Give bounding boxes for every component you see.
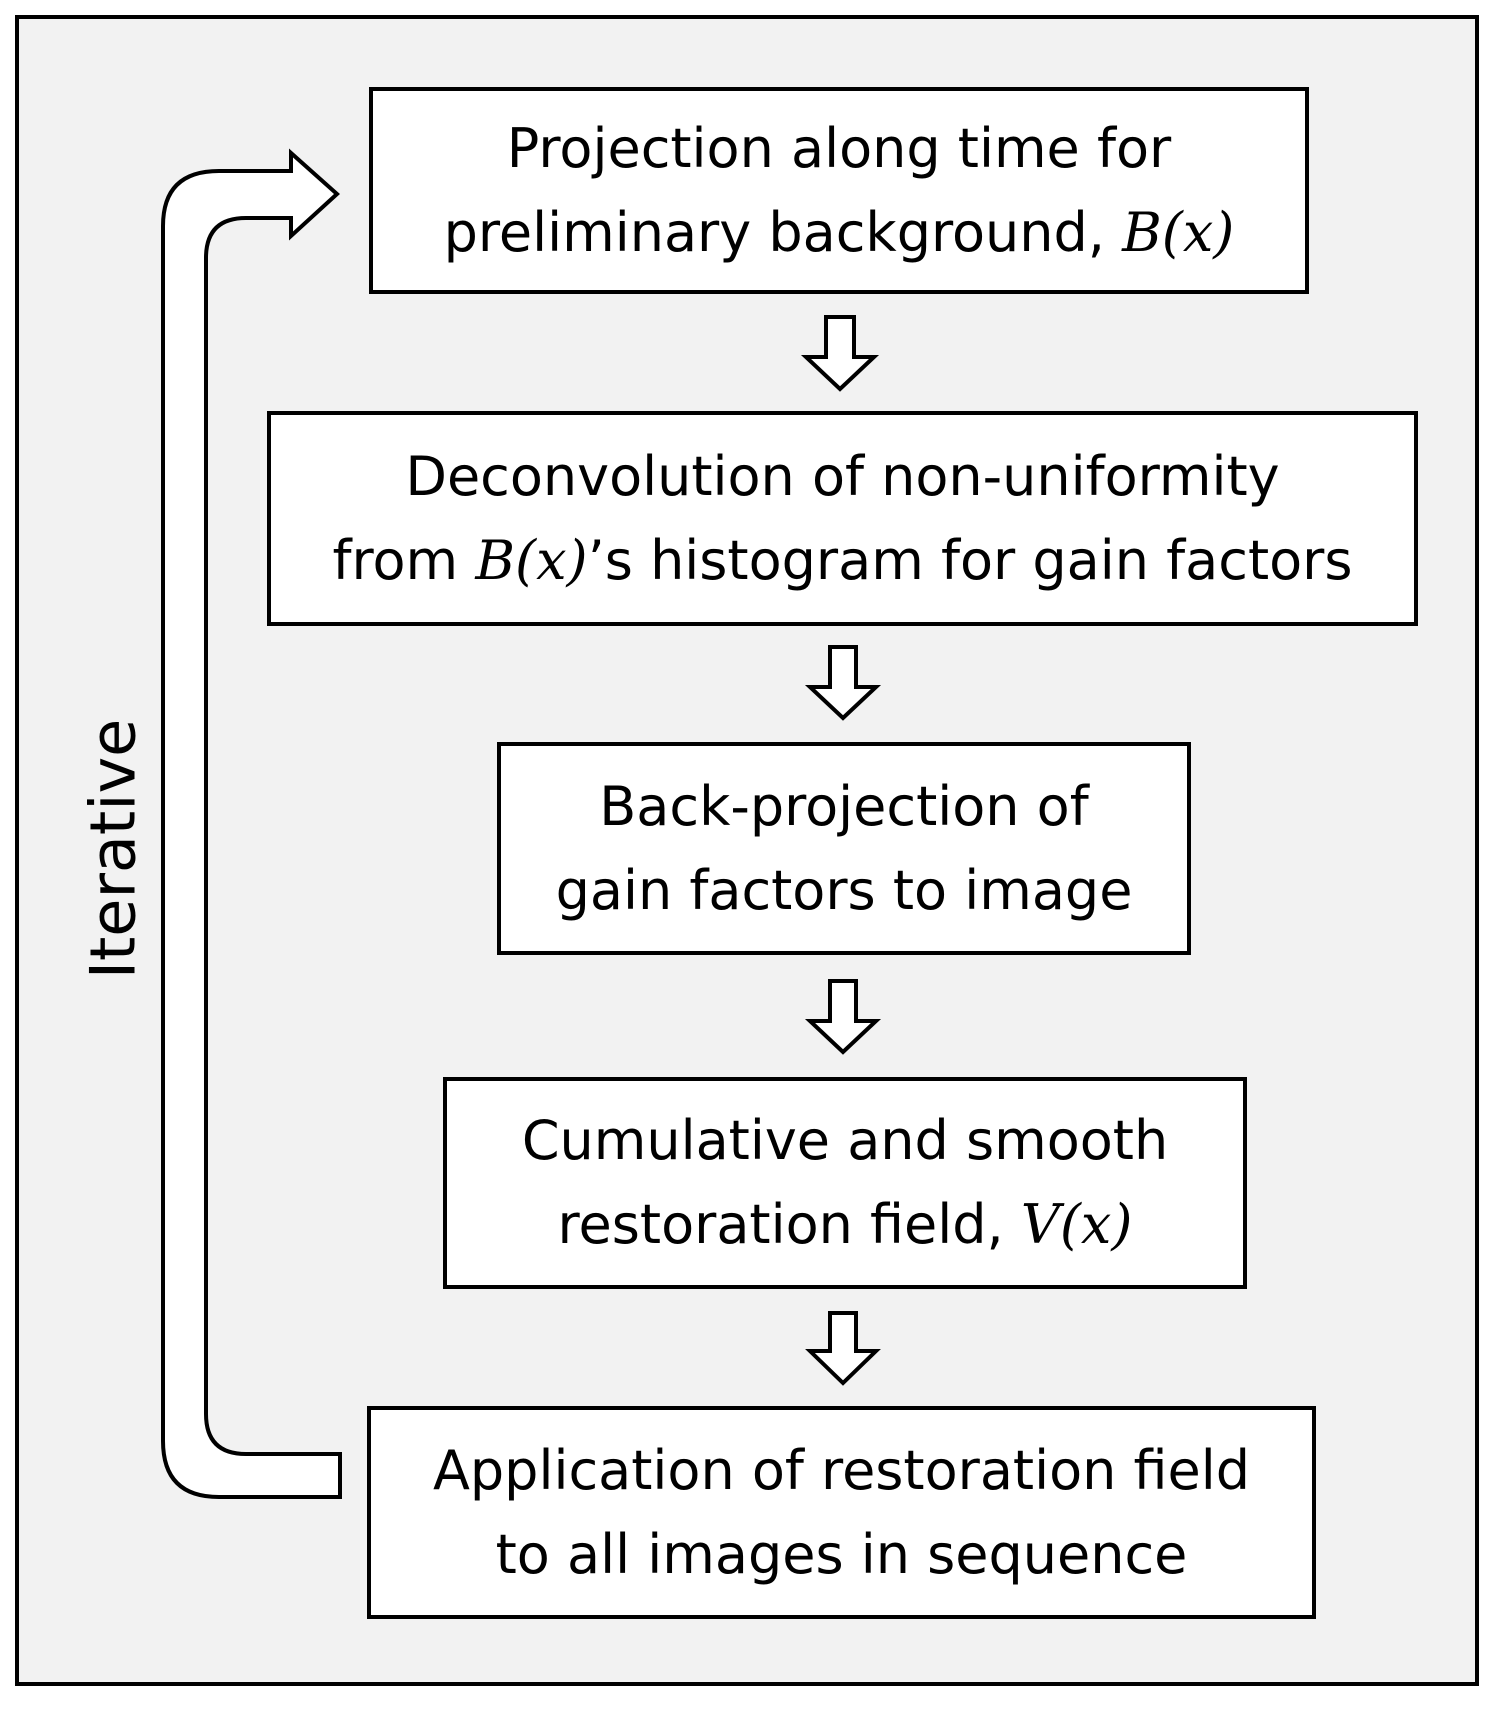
down-arrow-1	[800, 315, 880, 392]
step-3-line-1: Back-projection of	[599, 774, 1089, 838]
down-arrow-4	[805, 1311, 881, 1386]
step-projection-box: Projection along time for preliminary ba…	[369, 87, 1309, 294]
iterative-loop-arrow	[161, 148, 342, 1499]
step-1-line-2: preliminary background, B(x)	[443, 200, 1235, 264]
iterative-label: Iterative	[76, 718, 150, 980]
step-back-projection-box: Back-projection of gain factors to image	[497, 742, 1191, 955]
math-b-of-x: B(x)	[475, 528, 588, 592]
step-2-line-2: from B(x)’s histogram for gain factors	[332, 528, 1353, 592]
step-4-line-2: restoration field, V(x)	[557, 1193, 1133, 1256]
step-application-box: Application of restoration field to all …	[367, 1406, 1316, 1619]
math-v-of-x: V(x)	[1020, 1193, 1133, 1256]
math-b-of-x: B(x)	[1122, 200, 1235, 264]
step-1-line-1: Projection along time for	[506, 116, 1172, 180]
step-4-line-1: Cumulative and smooth	[521, 1109, 1169, 1172]
step-2-line-1: Deconvolution of non-uniformity	[405, 444, 1280, 508]
step-5-line-2: to all images in sequence	[495, 1522, 1188, 1586]
step-restoration-field-box: Cumulative and smooth restoration field,…	[443, 1077, 1247, 1289]
step-5-line-1: Application of restoration field	[432, 1438, 1251, 1502]
down-arrow-2	[804, 645, 882, 721]
step-deconvolution-box: Deconvolution of non-uniformity from B(x…	[267, 411, 1418, 626]
step-3-line-2: gain factors to image	[555, 858, 1133, 922]
down-arrow-3	[804, 979, 882, 1055]
